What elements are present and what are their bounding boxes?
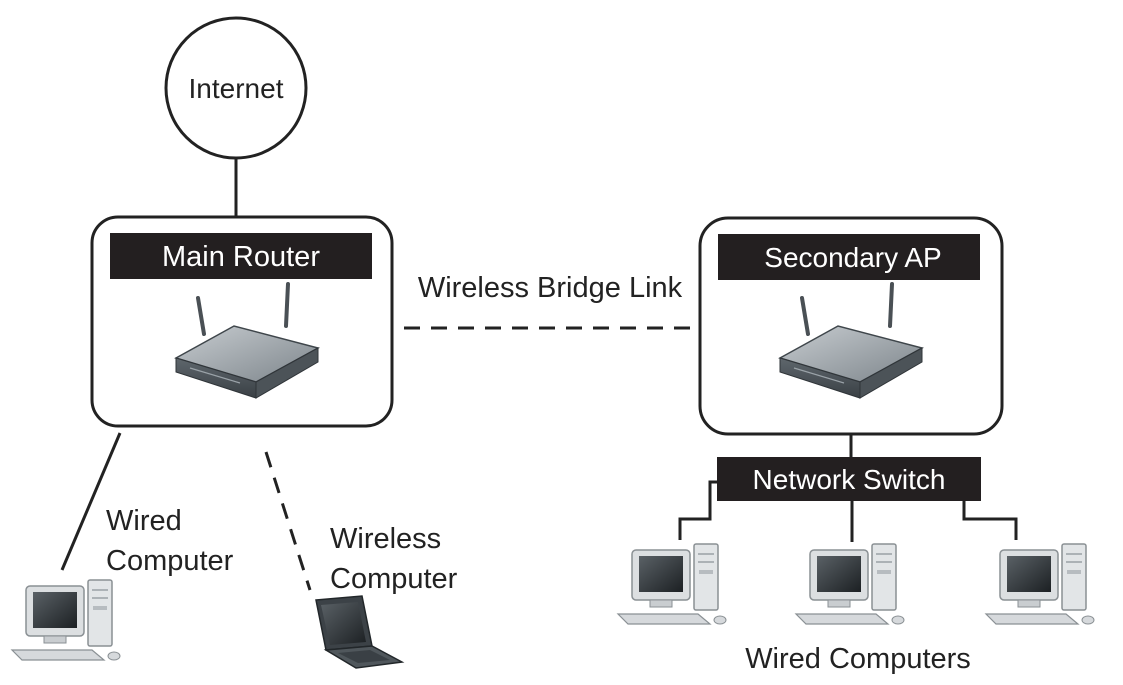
main-router-label: Main Router — [162, 241, 320, 273]
wireless-computer: Wireless Computer — [315, 523, 458, 669]
wired-client-line — [60, 432, 122, 571]
wired-computers-group: Wired Computers — [617, 543, 1095, 675]
main-router-node: Main Router — [90, 215, 394, 428]
network-switch-bar — [717, 457, 981, 501]
secondary-ap-node: Secondary AP — [698, 216, 1004, 436]
wireless-computer-label-line1: Wireless — [330, 523, 441, 555]
switch-branch-right — [962, 501, 1018, 540]
wired-computers-label: Wired Computers — [745, 643, 971, 675]
wired-computer-label-line2: Computer — [106, 545, 234, 577]
desktop-computer-icon — [11, 579, 121, 661]
network-switch-label: Network Switch — [753, 464, 946, 495]
wireless-bridge-link: Wireless Bridge Link — [404, 272, 696, 330]
internet-label: Internet — [189, 73, 284, 104]
secondary-ap-label: Secondary AP — [764, 242, 941, 273]
internet-node: Internet — [164, 16, 308, 160]
wired-computer-label-line1: Wired — [106, 505, 182, 537]
desktop-computer-icon — [617, 543, 727, 625]
desktop-computer-icon — [985, 543, 1095, 625]
secondary-ap-title-bar — [718, 234, 980, 280]
desktop-computer-icon — [795, 543, 905, 625]
wired-computer: Wired Computer — [11, 505, 234, 661]
bridge-label: Wireless Bridge Link — [418, 272, 683, 304]
switch-branch-left — [678, 480, 717, 540]
main-router-title-bar — [110, 233, 372, 279]
laptop-icon — [315, 595, 403, 669]
wireless-client-dashed-line — [264, 451, 312, 591]
network-switch-node: Network Switch — [717, 457, 981, 501]
wireless-computer-label-line2: Computer — [330, 563, 458, 595]
